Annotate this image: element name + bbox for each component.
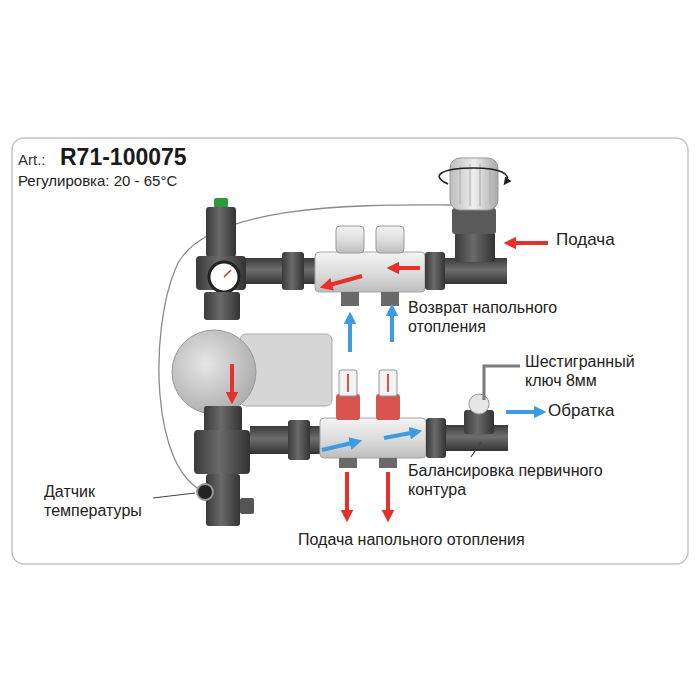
bottom-manifold-part — [347, 374, 349, 392]
left-column-part — [214, 198, 228, 208]
bottom-manifold-part — [376, 394, 400, 420]
sensor-wire-part — [159, 205, 452, 492]
flow-arrows-part — [322, 442, 356, 450]
top-manifold-part — [376, 226, 404, 253]
left-column — [172, 198, 332, 526]
callout-label: Подача — [556, 230, 666, 250]
balancing-valve-part — [471, 442, 481, 457]
sensor-leader-part — [153, 493, 195, 498]
flow-arrows-part — [386, 472, 390, 516]
top-manifold-part — [282, 252, 304, 290]
thermostatic-head-part — [450, 158, 498, 210]
callout-label: Возврат напольного отопления — [408, 298, 608, 336]
flow-arrows-part — [326, 276, 362, 286]
left-column-part — [288, 420, 310, 460]
flow-arrows-part — [506, 410, 540, 414]
flow-arrows-part — [393, 266, 420, 270]
left-column-part — [250, 426, 322, 454]
range-note: Регулировка: 20 - 65°C — [18, 172, 258, 190]
balancing-valve-part — [469, 394, 489, 414]
bottom-manifold-part — [379, 370, 397, 396]
thermostatic-head-part — [470, 164, 471, 206]
balancing-valve-part — [484, 366, 520, 400]
thermostatic-head-part — [490, 166, 491, 204]
left-column-part — [194, 430, 250, 474]
flow-arrows-part — [510, 241, 548, 245]
sensor-leader — [153, 493, 195, 498]
callout-label: Обратка — [548, 401, 658, 421]
left-column-part — [204, 406, 242, 432]
supply-valve-part — [425, 252, 445, 290]
thermostatic-head-part — [480, 164, 481, 206]
callout-label: Подача напольного отопления — [298, 530, 628, 549]
top-manifold-part — [245, 258, 317, 284]
bottom-manifold-part — [387, 374, 389, 392]
thermostatic-head — [439, 158, 507, 234]
article-prefix: Art.: — [18, 151, 62, 169]
top-manifold-part — [336, 226, 364, 253]
callout-label: Балансировка первичного контура — [408, 461, 643, 499]
left-column-part — [209, 262, 239, 292]
flow-arrows-part — [230, 364, 234, 398]
bottom-manifold-part — [339, 370, 357, 396]
balancing-valve-part — [426, 418, 446, 458]
frame-part — [12, 138, 688, 564]
bottom-manifold — [320, 370, 426, 468]
top-manifold — [245, 226, 425, 306]
flow-arrows-part — [348, 318, 352, 352]
flow-arrows-part — [345, 472, 349, 516]
left-column-part — [204, 292, 240, 320]
thermostatic-head-part — [460, 166, 461, 204]
left-column-part — [240, 498, 254, 514]
supply-valve — [425, 232, 507, 290]
bottom-manifold-part — [339, 458, 357, 468]
bottom-manifold-part — [336, 394, 360, 420]
left-column-part — [206, 474, 240, 526]
left-column-part — [224, 270, 231, 277]
flow-arrows-part — [384, 432, 416, 438]
top-manifold-part — [315, 252, 425, 292]
callout-label: Шестигранный ключ 8мм — [525, 352, 665, 390]
thermostatic-head-part — [452, 208, 496, 234]
flow-arrows-part — [390, 310, 394, 342]
top-manifold-part — [341, 292, 359, 306]
thermostatic-head-part — [439, 168, 507, 184]
bottom-manifold-part — [379, 458, 397, 468]
left-column-part — [172, 330, 256, 414]
sensor-wire — [159, 205, 452, 492]
left-column-part — [197, 484, 213, 500]
bottom-manifold-part — [320, 418, 426, 458]
balancing-valve — [426, 366, 520, 458]
top-manifold-part — [381, 292, 399, 306]
frame — [12, 138, 688, 564]
left-column-part — [206, 207, 236, 257]
callout-label: Датчик температуры — [44, 482, 156, 520]
article-number: R71-100075 — [60, 144, 240, 172]
supply-valve-part — [455, 232, 495, 262]
